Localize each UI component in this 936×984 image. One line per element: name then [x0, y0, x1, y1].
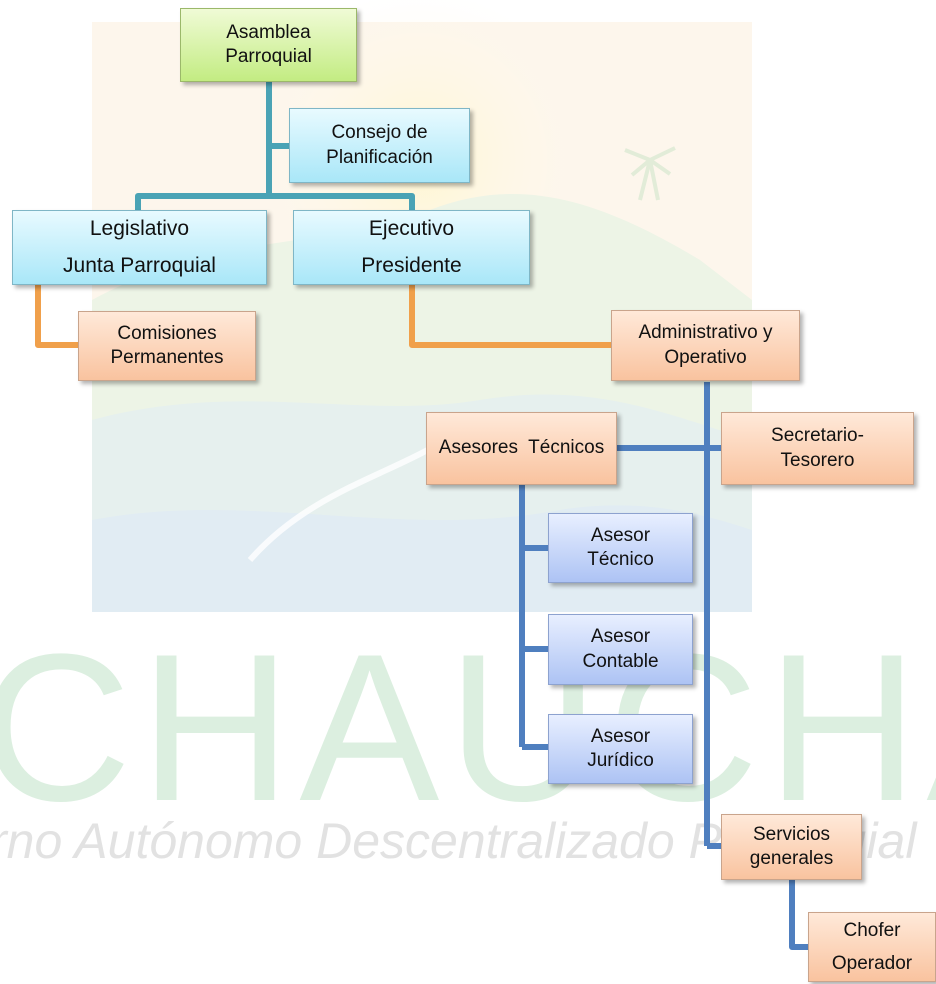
node-label: Técnico — [587, 549, 654, 570]
node-asesor-juridico: Asesor Jurídico — [548, 714, 693, 784]
node-label: generales — [749, 848, 834, 869]
node-label: Asesor — [590, 524, 651, 546]
node-label: Junta Parroquial — [63, 253, 216, 277]
node-label: Secretario- — [771, 425, 864, 447]
node-label: Servicios — [752, 823, 831, 845]
node-servicios-generales: Servicios generales — [721, 814, 862, 880]
node-administrativo-operativo: Administrativo y Operativo — [611, 310, 800, 381]
watermark-brand: CHAUCHA — [0, 610, 936, 845]
node-label: Ejecutivo — [368, 216, 455, 240]
node-comisiones-permanentes: Comisiones Permanentes — [78, 311, 256, 381]
node-label: Comisiones — [117, 322, 217, 344]
connector-blue — [519, 382, 808, 950]
node-asamblea-parroquial: Asamblea Parroquial — [180, 8, 357, 82]
node-asesores-tecnicos: Asesores Técnicos — [426, 412, 617, 485]
node-label: Asesor — [590, 626, 651, 648]
node-secretario-tesorero: Secretario- Tesorero — [721, 412, 914, 485]
node-label: Consejo de — [331, 122, 428, 144]
node-asesor-contable: Asesor Contable — [548, 614, 693, 685]
node-label: Contable — [582, 650, 659, 672]
node-label: Legislativo — [89, 216, 190, 240]
node-label: Asamblea — [226, 21, 311, 43]
node-label: Presidente — [361, 253, 462, 277]
node-label: Operativo — [664, 346, 747, 368]
node-chofer-operador: Chofer Operador — [808, 912, 936, 982]
node-asesor-tecnico: Asesor Técnico — [548, 513, 693, 583]
node-label: Parroquial — [225, 46, 312, 67]
connector-orange — [35, 284, 612, 348]
node-label: Planificación — [326, 146, 433, 168]
node-ejecutivo: Ejecutivo Presidente — [293, 210, 530, 285]
node-legislativo: Legislativo Junta Parroquial — [12, 210, 267, 285]
node-label: Permanentes — [110, 347, 224, 368]
node-label: Jurídico — [587, 750, 654, 771]
connector-teal — [135, 82, 415, 211]
node-label: Operador — [831, 953, 913, 974]
node-label: Administrativo y — [638, 322, 773, 344]
node-label: Chofer — [843, 919, 901, 941]
node-label: Asesor — [590, 725, 651, 747]
node-label: Tesorero — [780, 449, 855, 471]
node-consejo-planificacion: Consejo de Planificación — [289, 108, 470, 183]
node-label: Asesores Técnicos — [438, 437, 605, 459]
